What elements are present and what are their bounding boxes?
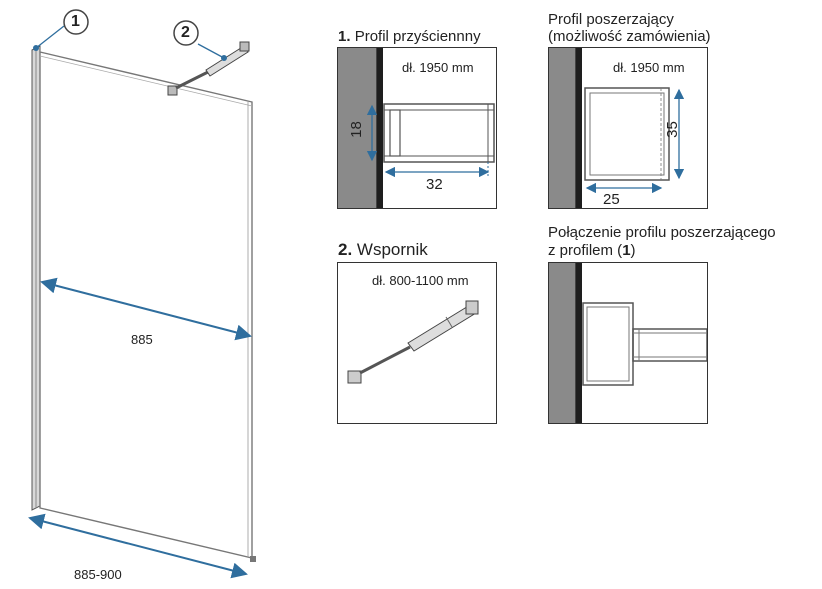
connection-box bbox=[548, 262, 708, 424]
profile1-title-text: Profil przyściennny bbox=[354, 28, 481, 45]
connection-title-line1: Połączenie profilu poszerzającego bbox=[548, 224, 776, 241]
extension-dim-height: 35 bbox=[663, 121, 681, 138]
extension-title-line1: Profil poszerzający bbox=[548, 11, 674, 28]
connection-title-line2: z profilem (1) bbox=[548, 242, 636, 259]
callout-1-label: 1 bbox=[71, 13, 80, 30]
callout-1-circle bbox=[63, 9, 89, 35]
width-dimension-arrow bbox=[40, 277, 252, 341]
glass-panel bbox=[39, 51, 253, 559]
base-dimension-arrow bbox=[28, 513, 248, 579]
bracket-on-panel bbox=[167, 41, 250, 96]
bracket-length: dł. 800-1100 mm bbox=[372, 273, 469, 288]
profile1-dim-height: 18 bbox=[347, 121, 365, 138]
bracket-drawing bbox=[347, 300, 479, 384]
bracket-title: 2. Wspornik bbox=[338, 240, 428, 259]
extension-dim-width: 25 bbox=[603, 191, 620, 208]
profile1-title: 1. Profil przyściennny bbox=[338, 28, 481, 45]
profile1-number: 1. bbox=[338, 28, 351, 45]
callout-2-label: 2 bbox=[181, 24, 190, 41]
callout-2-circle bbox=[173, 20, 199, 46]
extension-length: dł. 1950 mm bbox=[613, 60, 685, 75]
bracket-number: 2. bbox=[338, 240, 353, 259]
panel-base-label: 885-900 bbox=[74, 567, 122, 582]
extension-box: dł. 1950 mm 35 25 bbox=[548, 47, 708, 209]
extension-title-line2: (możliwość zamówienia) bbox=[548, 28, 711, 45]
profile1-length: dł. 1950 mm bbox=[402, 60, 474, 75]
connection-ref-number: 1 bbox=[622, 242, 631, 259]
connection-drawing bbox=[582, 302, 707, 386]
profile1-drawing bbox=[366, 103, 495, 178]
extension-drawing bbox=[584, 87, 685, 194]
bracket-title-text: Wspornik bbox=[356, 240, 428, 259]
profile1-dim-width: 32 bbox=[426, 176, 443, 193]
bracket-box: dł. 800-1100 mm bbox=[337, 262, 497, 424]
panel-width-label: 885 bbox=[131, 332, 153, 347]
profile1-box: dł. 1950 mm 18 32 bbox=[337, 47, 497, 209]
